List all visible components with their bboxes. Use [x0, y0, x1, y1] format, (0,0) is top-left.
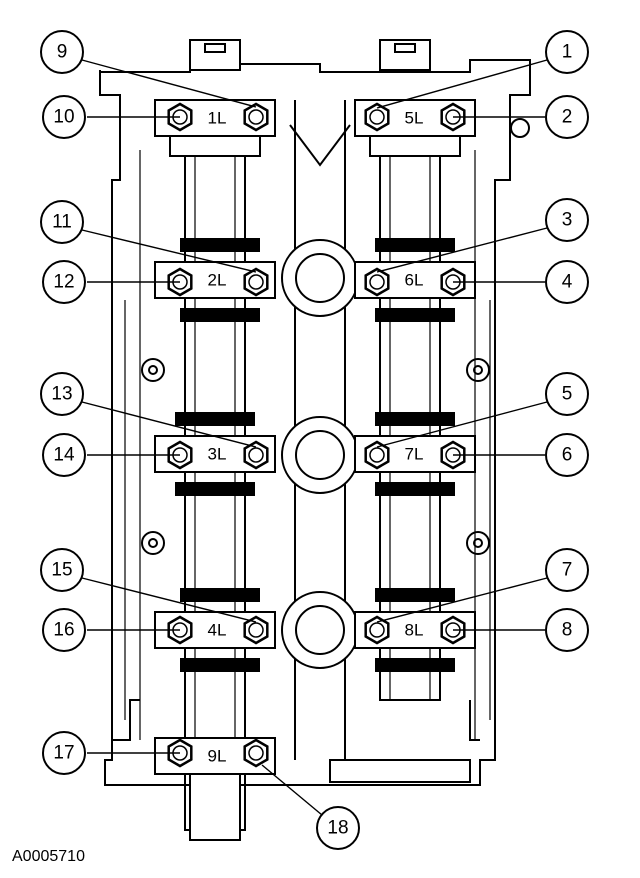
callout-9: 9 — [40, 30, 84, 74]
cap-bolts — [167, 102, 466, 768]
callout-1: 1 — [545, 30, 589, 74]
figure-reference-code: A0005710 — [12, 848, 85, 865]
bearing-cap-label: 3L — [208, 445, 227, 464]
callout-5: 5 — [545, 372, 589, 416]
callout-number: 12 — [53, 272, 74, 293]
callout-15: 15 — [40, 548, 84, 592]
callout-14: 14 — [42, 433, 86, 477]
bearing-cap-label: 8L — [405, 621, 424, 640]
cylinder-head-outline — [99, 39, 531, 786]
callout-12: 12 — [42, 260, 86, 304]
bolt-washer-ring — [369, 109, 385, 125]
callout-8: 8 — [545, 608, 589, 652]
bolt-washer-ring — [248, 109, 264, 125]
bearing-cap-label: 9L — [208, 747, 227, 766]
bolt-hex-head-icon — [364, 102, 390, 132]
callout-number: 8 — [562, 620, 573, 641]
bolt-washer-ring — [248, 745, 264, 761]
callout-11: 11 — [40, 200, 84, 244]
bearing-cap-label: 4L — [208, 621, 227, 640]
callout-10: 10 — [42, 95, 86, 139]
callout-number: 5 — [562, 384, 573, 405]
bolt-washer-ring — [369, 274, 385, 290]
bolt-washer-ring — [248, 274, 264, 290]
callout-2: 2 — [545, 95, 589, 139]
bearing-cap-label: 5L — [405, 109, 424, 128]
callout-17: 17 — [42, 731, 86, 775]
bolt-hex-head-icon — [364, 615, 390, 645]
bolt-hex-head-icon — [243, 738, 269, 768]
leader-lines — [81, 59, 548, 816]
callout-6: 6 — [545, 433, 589, 477]
callout-3: 3 — [545, 198, 589, 242]
callout-number: 3 — [562, 210, 573, 231]
bearing-cap-label: 7L — [405, 445, 424, 464]
bolt-washer-ring — [248, 447, 264, 463]
callout-number: 17 — [53, 743, 74, 764]
callout-number: 18 — [327, 818, 348, 839]
callout-number: 7 — [562, 560, 573, 581]
bolt-hex-head-icon — [243, 440, 269, 470]
spark-plug-wells — [281, 239, 359, 669]
callout-7: 7 — [545, 548, 589, 592]
callout-number: 9 — [57, 42, 68, 63]
callout-13: 13 — [40, 372, 84, 416]
callout-number: 4 — [562, 272, 573, 293]
callout-number: 11 — [52, 212, 72, 233]
bolt-washer-ring — [369, 447, 385, 463]
bearing-cap-label: 2L — [208, 271, 227, 290]
callout-number: 14 — [53, 445, 75, 466]
callout-18: 18 — [316, 806, 360, 850]
bolt-hex-head-icon — [243, 615, 269, 645]
callout-16: 16 — [42, 608, 86, 652]
callout-number: 15 — [51, 560, 72, 581]
bearing-cap-label: 6L — [405, 271, 424, 290]
callout-number: 16 — [53, 620, 74, 641]
callout-number: 1 — [562, 42, 573, 63]
callout-number: 13 — [51, 384, 72, 405]
callout-number: 6 — [562, 445, 573, 466]
bolt-hex-head-icon — [243, 267, 269, 297]
callout-4: 4 — [545, 260, 589, 304]
bolt-hex-head-icon — [364, 440, 390, 470]
bolt-washer-ring — [248, 622, 264, 638]
bolt-washer-ring — [369, 622, 385, 638]
bolt-hex-head-icon — [243, 102, 269, 132]
callout-number: 10 — [53, 107, 74, 128]
bearing-cap-label: 1L — [208, 109, 227, 128]
bolt-hex-head-icon — [364, 267, 390, 297]
callout-number: 2 — [562, 107, 573, 128]
